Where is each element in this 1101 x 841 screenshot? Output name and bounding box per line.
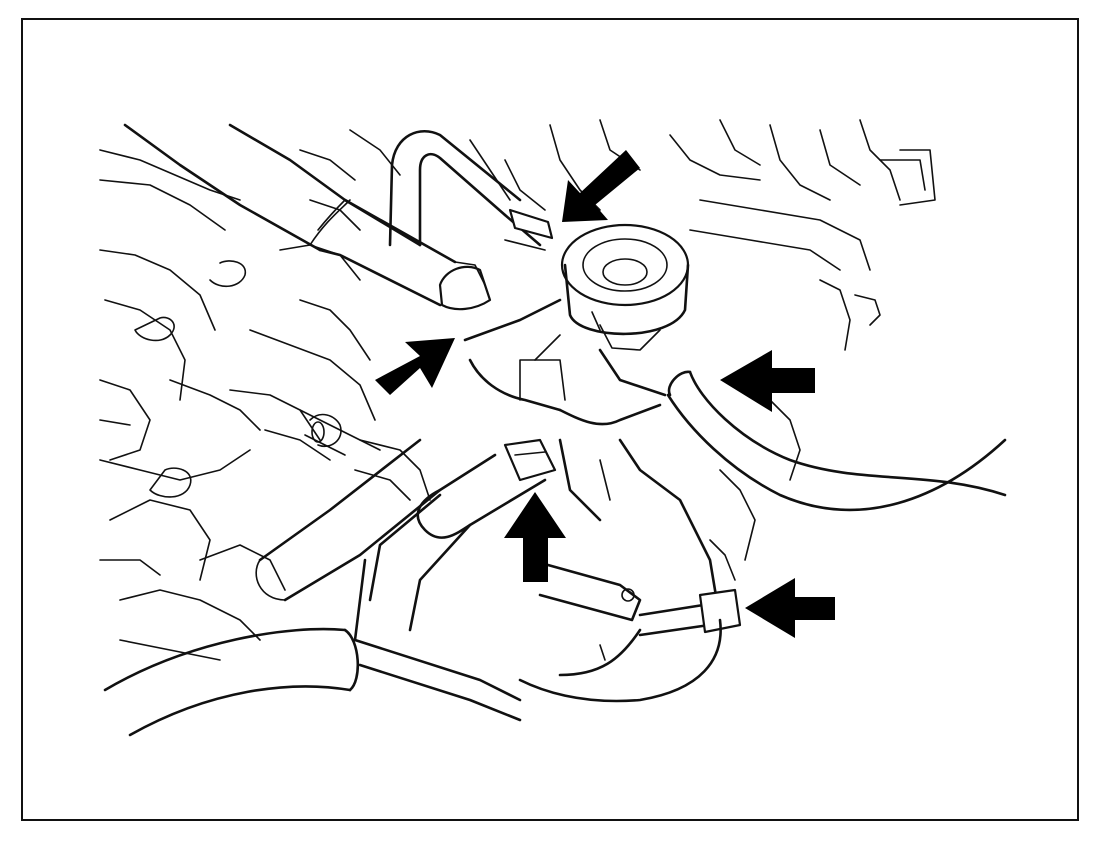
- hose-clamp-top: [504, 208, 554, 251]
- figure-frame: [21, 18, 1079, 821]
- upper-left-hose: [123, 123, 457, 307]
- arrow-lower-clamp: [504, 492, 566, 582]
- lower-radiator-hose: [103, 558, 522, 737]
- thermostat-housing: [463, 298, 722, 622]
- engine-block-linework: [99, 129, 431, 661]
- lower-pipe: [255, 409, 442, 602]
- bottom-bracket-and-hose: [518, 558, 742, 703]
- callout-arrows: [375, 150, 835, 638]
- lower-hose: [368, 438, 557, 632]
- arrow-upper-clamp: [562, 150, 640, 222]
- hose-clamp-left: [438, 261, 492, 311]
- arrow-bottom-clamp: [745, 578, 835, 638]
- right-hose: [666, 370, 1007, 512]
- radiator-filler-neck: [560, 223, 690, 351]
- arrow-left-clamp: [375, 338, 455, 395]
- arrow-right-hose: [720, 350, 815, 412]
